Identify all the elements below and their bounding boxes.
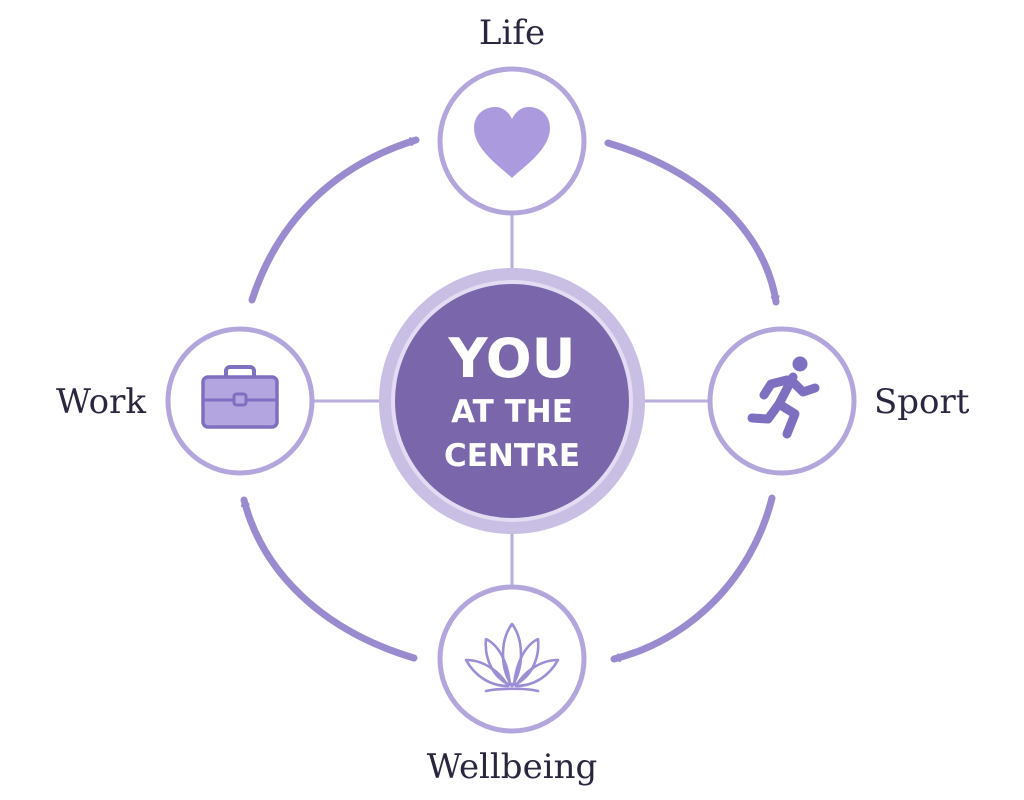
center-line-1: YOU [448, 327, 576, 390]
arrow-sport-to-wellbeing [610, 494, 776, 663]
lotus-icon [464, 622, 560, 693]
node-life-label: Life [479, 13, 545, 53]
connector-lines [314, 212, 710, 588]
arrow-life-to-sport [604, 139, 780, 306]
center-line-3: CENTRE [444, 438, 580, 474]
briefcase-icon [201, 365, 279, 429]
node-work-label: Work [56, 382, 146, 422]
arrow-work-to-life [248, 136, 420, 304]
node-work: Work [56, 326, 315, 476]
node-wellbeing: Wellbeing [427, 584, 597, 787]
node-sport-label: Sport [874, 382, 970, 422]
center-fill [395, 284, 629, 518]
node-wellbeing-circle [437, 584, 587, 734]
node-sport: Sport [707, 326, 970, 476]
node-life: Life [437, 13, 587, 216]
center-line-2: AT THE [451, 394, 573, 430]
heart-icon [474, 107, 550, 178]
arrow-wellbeing-to-work [240, 496, 418, 662]
node-wellbeing-label: Wellbeing [427, 747, 597, 787]
center-node: YOU AT THE CENTRE [379, 268, 645, 534]
running-person-icon [747, 356, 820, 439]
cycle-arrows [240, 136, 780, 663]
